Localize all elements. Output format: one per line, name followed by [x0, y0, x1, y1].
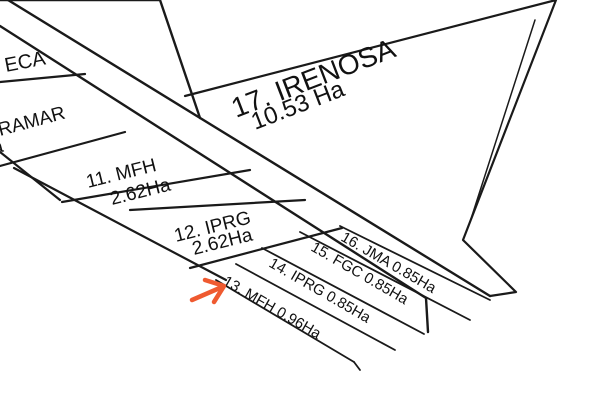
- lot-14-15-line: [261, 247, 425, 335]
- lot-13-14-line: [235, 263, 396, 351]
- pointer-arrow-head: [202, 277, 227, 305]
- boundary-top: [0, 0, 202, 120]
- lots-11-12-south-line: [12, 166, 228, 282]
- parcel-label-eca: ECA: [3, 47, 48, 77]
- lot-15-16-line: [299, 231, 471, 321]
- lot-13-south-line: [215, 279, 355, 363]
- lot-divider-11: [60, 168, 252, 204]
- lot-divider-12-south: [188, 226, 344, 270]
- parcel-17-outline: [183, 0, 558, 298]
- pointer-arrow-icon: [189, 277, 227, 305]
- parcel-label-ramar: RAMAR: [0, 103, 68, 141]
- parcel-label-ramar-2: a: [0, 136, 6, 159]
- lot-13-end: [353, 361, 361, 371]
- lot-divider-12: [128, 198, 307, 212]
- pointer-arrow-shaft: [189, 284, 225, 303]
- lot-divider-eca: [0, 72, 87, 84]
- lot-divider-ramar: [0, 130, 127, 168]
- road-line-upper: [6, 0, 492, 298]
- lot-16-north-line: [339, 225, 491, 301]
- parcel-17-inner-line: [469, 19, 536, 223]
